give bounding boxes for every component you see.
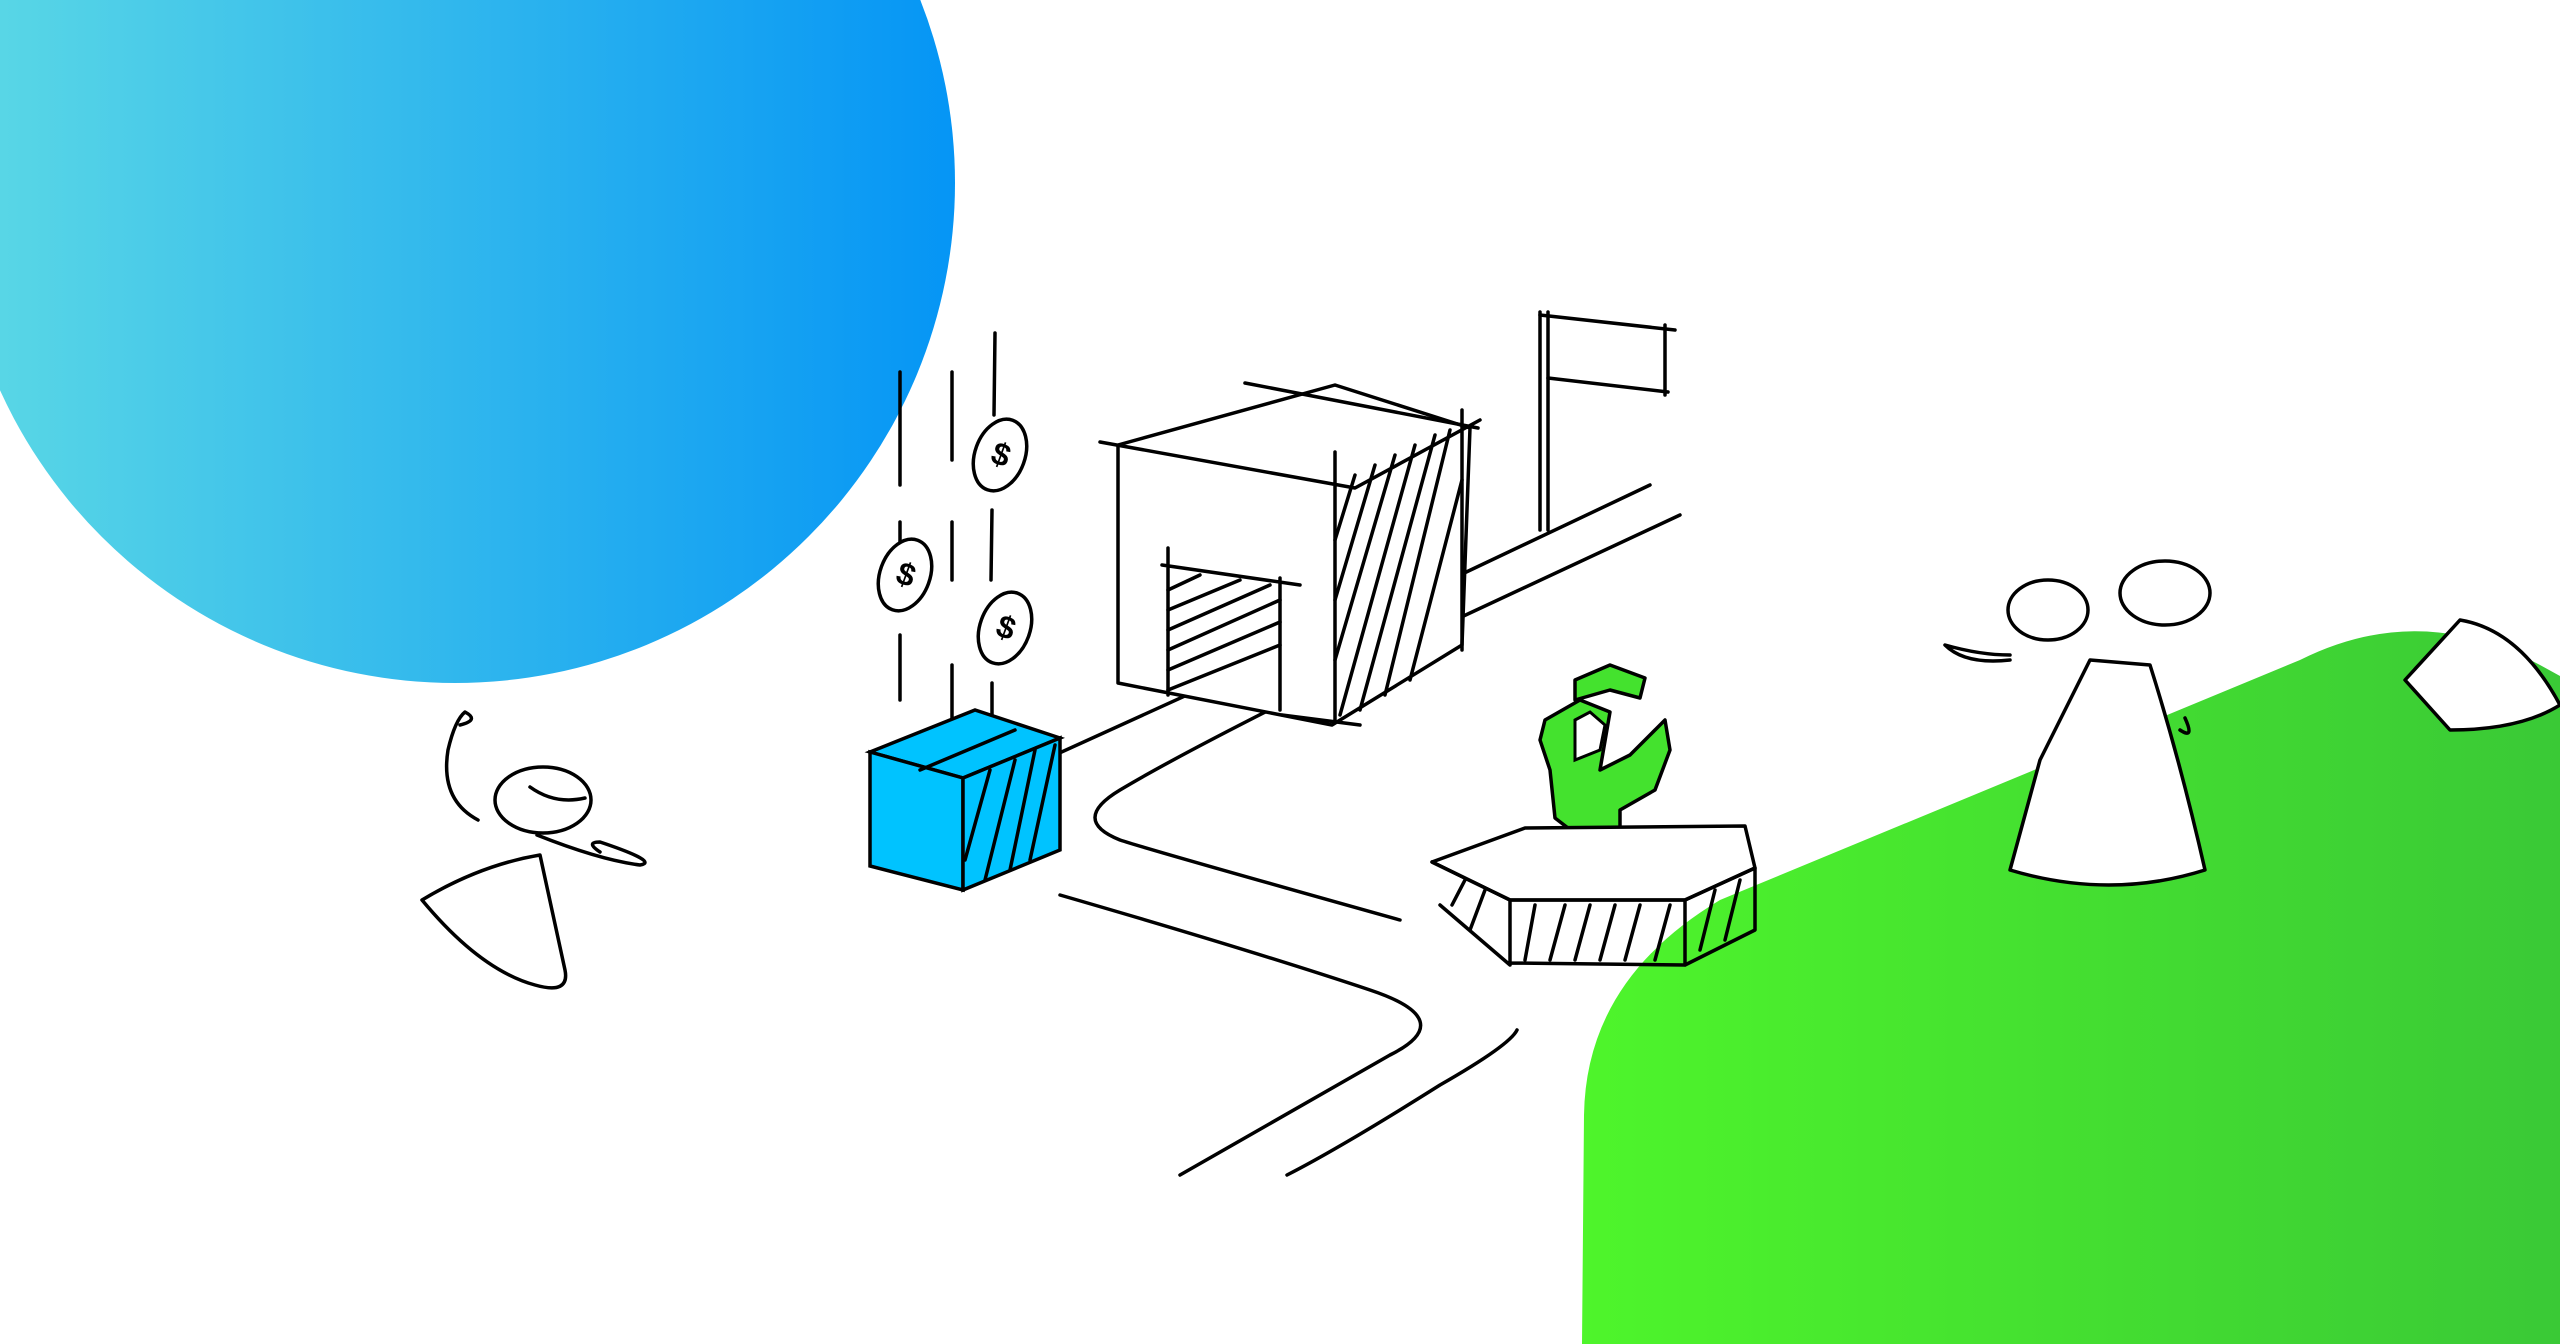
container-icon [864, 708, 1066, 893]
dollar-sign-icon [1538, 663, 1672, 850]
flag-icon [1538, 310, 1677, 532]
platform [1430, 824, 1757, 967]
blue-circle [0, 0, 955, 683]
coin-icon: $ [976, 590, 1034, 666]
person-icon [1943, 559, 2560, 887]
coin-icon: $ [876, 537, 934, 613]
green-hill [1582, 631, 2560, 1344]
coin-icon: $ [971, 417, 1029, 493]
warehouse-icon [1098, 381, 1482, 727]
person-icon [420, 710, 647, 990]
